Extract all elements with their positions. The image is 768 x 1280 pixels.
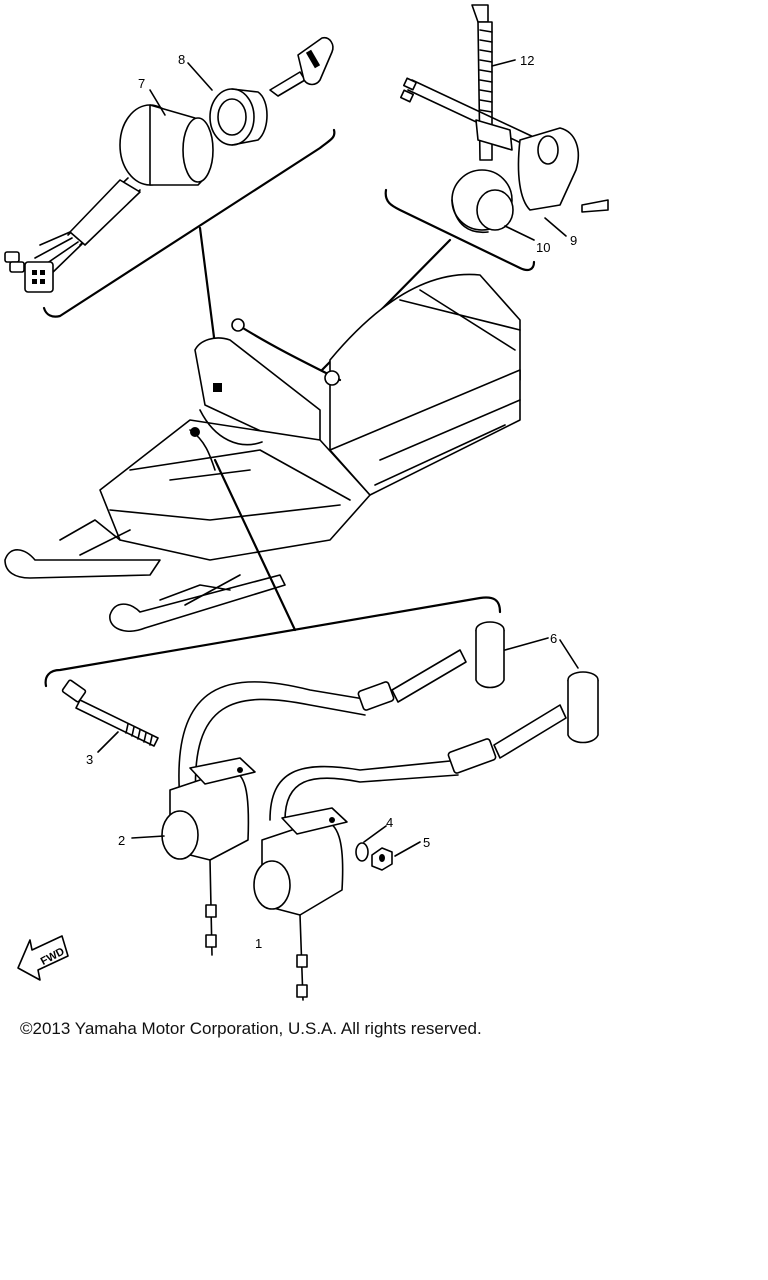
ignition-coil-part-1 xyxy=(253,807,348,1001)
snowmobile-overview xyxy=(4,273,521,632)
callout-3: 3 xyxy=(86,752,93,767)
throttle-switch-part-9 xyxy=(399,77,609,213)
detail-bracket-main-switch xyxy=(42,128,336,318)
nut-part-5 xyxy=(371,847,393,871)
callout-10: 10 xyxy=(536,240,550,255)
callout-5: 5 xyxy=(423,835,430,850)
callout-2: 2 xyxy=(118,833,125,848)
callout-12: 12 xyxy=(520,53,534,68)
bolt-part-3 xyxy=(61,679,159,747)
parts-diagram: FWD 1 2 3 4 5 6 7 8 9 10 12 xyxy=(4,4,609,1001)
detail-bracket-ignition xyxy=(44,596,502,688)
callout-8: 8 xyxy=(178,52,185,67)
callout-4: 4 xyxy=(386,815,393,830)
main-switch-part-7 xyxy=(4,104,214,293)
fwd-arrow-icon: FWD xyxy=(17,935,69,981)
callout-leaders xyxy=(97,59,579,857)
copyright-notice: ©2013 Yamaha Motor Corporation, U.S.A. A… xyxy=(20,1019,482,1038)
callout-6: 6 xyxy=(550,631,557,646)
key-and-nut-part-8 xyxy=(209,36,334,146)
callout-9: 9 xyxy=(570,233,577,248)
callout-7: 7 xyxy=(138,76,145,91)
washer-part-4 xyxy=(355,842,369,862)
ignition-coil-part-2 xyxy=(161,757,256,956)
detail-bracket-throttle-switch xyxy=(384,188,536,272)
callout-1: 1 xyxy=(255,936,262,951)
leader-line-ignition xyxy=(213,458,297,632)
switch-housing-part-10 xyxy=(451,169,514,234)
plug-lead-part-6 xyxy=(178,621,599,821)
